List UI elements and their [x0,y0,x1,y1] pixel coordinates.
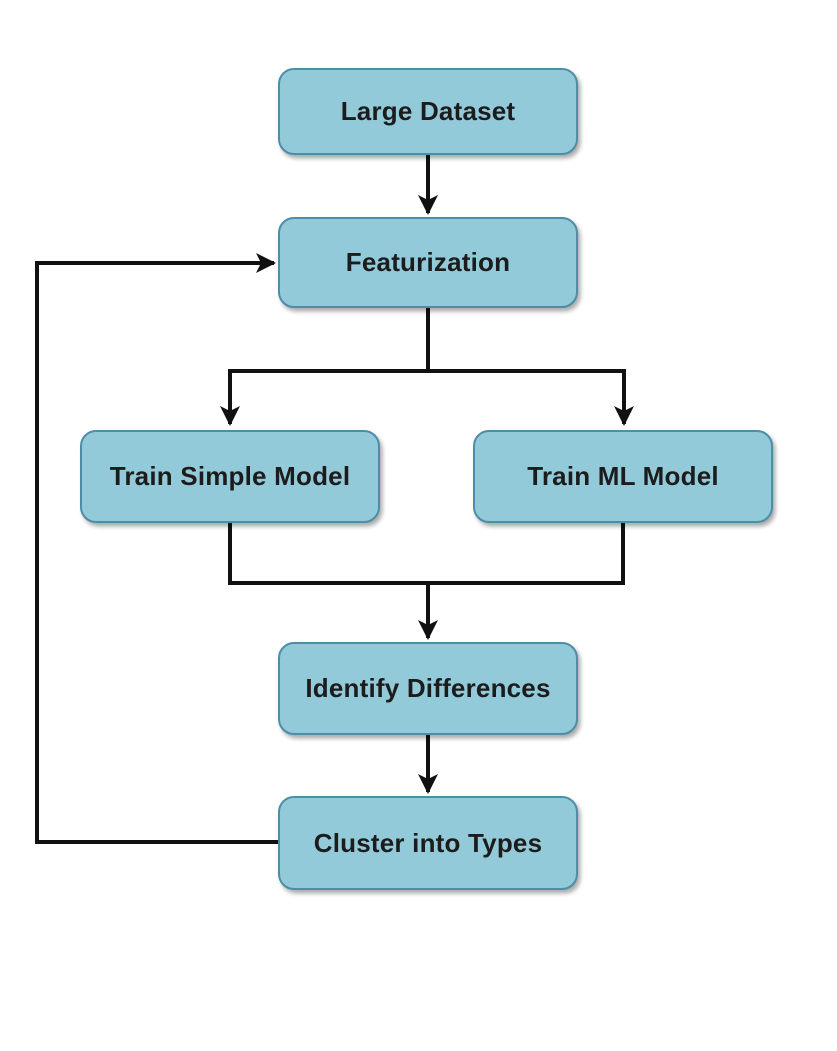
node-label: Train ML Model [527,461,719,491]
node-label: Cluster into Types [313,827,543,858]
node-train-simple-model: Train Simple Model [80,430,380,523]
edge-train-ml-merge [426,523,625,585]
edge-split-to-train-ml [426,369,634,426]
node-label: Featurization [345,247,511,277]
node-identify-differences: Identify Differences [278,642,578,735]
edge-cluster-feedback-to-featurization [35,253,278,844]
node-label: Train Simple Model [109,461,351,491]
node-label: Large Dataset [340,96,516,126]
node-large-dataset: Large Dataset [278,68,578,155]
edge-split-to-train-simple [220,369,430,426]
node-train-ml-model: Train ML Model [473,430,773,523]
node-featurization: Featurization [278,217,578,308]
node-cluster-into-types: Cluster into Types [278,796,578,890]
node-label: Identify Differences [305,673,551,703]
edge-train-simple-merge [228,523,430,585]
